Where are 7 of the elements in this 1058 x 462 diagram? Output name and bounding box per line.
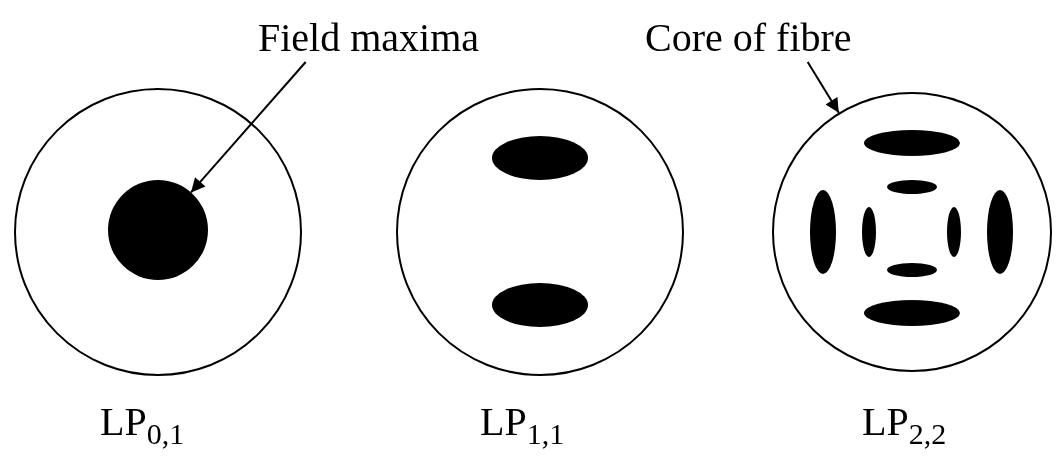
mode-label: LP$_{1,1}$ (480, 400, 565, 452)
mode-label: LP$_{0,1}$ (100, 400, 185, 452)
callout-text: Field maxima (258, 16, 480, 60)
callout-text: Core of fibre (645, 16, 881, 60)
arrow (190, 61, 307, 194)
arrow (806, 61, 840, 114)
mode-label: LP$_{2,2}$ (862, 400, 947, 452)
